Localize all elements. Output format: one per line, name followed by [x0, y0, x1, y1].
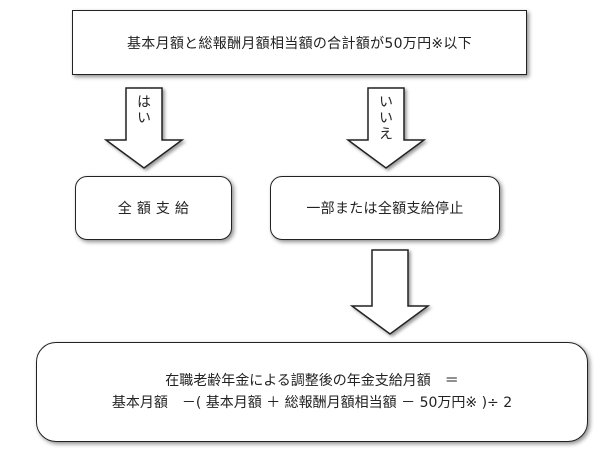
down-arrow — [349, 249, 431, 335]
formula-line-1: 在職老齢年金による調整後の年金支給月額 ＝ — [165, 373, 459, 389]
yes-label: はい — [135, 94, 151, 126]
yes-arrow — [103, 87, 185, 169]
formula-box: 在職老齢年金による調整後の年金支給月額 ＝ 基本月額 －( 基本月額 ＋ 総報酬… — [36, 342, 588, 442]
no-label: いいえ — [377, 94, 393, 142]
condition-box: 基本月額と総報酬月額相当額の合計額が50万円※以下 — [72, 10, 527, 75]
no-arrow — [345, 87, 427, 169]
condition-text: 基本月額と総報酬月額相当額の合計額が50万円※以下 — [126, 35, 473, 52]
yes-result-text: 全 額 支 給 — [117, 201, 190, 217]
yes-result-box: 全 額 支 給 — [75, 176, 232, 240]
no-result-box: 一部または全額支給停止 — [270, 176, 500, 240]
formula-line-2: 基本月額 －( 基本月額 ＋ 総報酬月額相当額 － 50万円※ )÷ 2 — [111, 395, 513, 411]
no-result-text: 一部または全額支給停止 — [306, 201, 464, 217]
